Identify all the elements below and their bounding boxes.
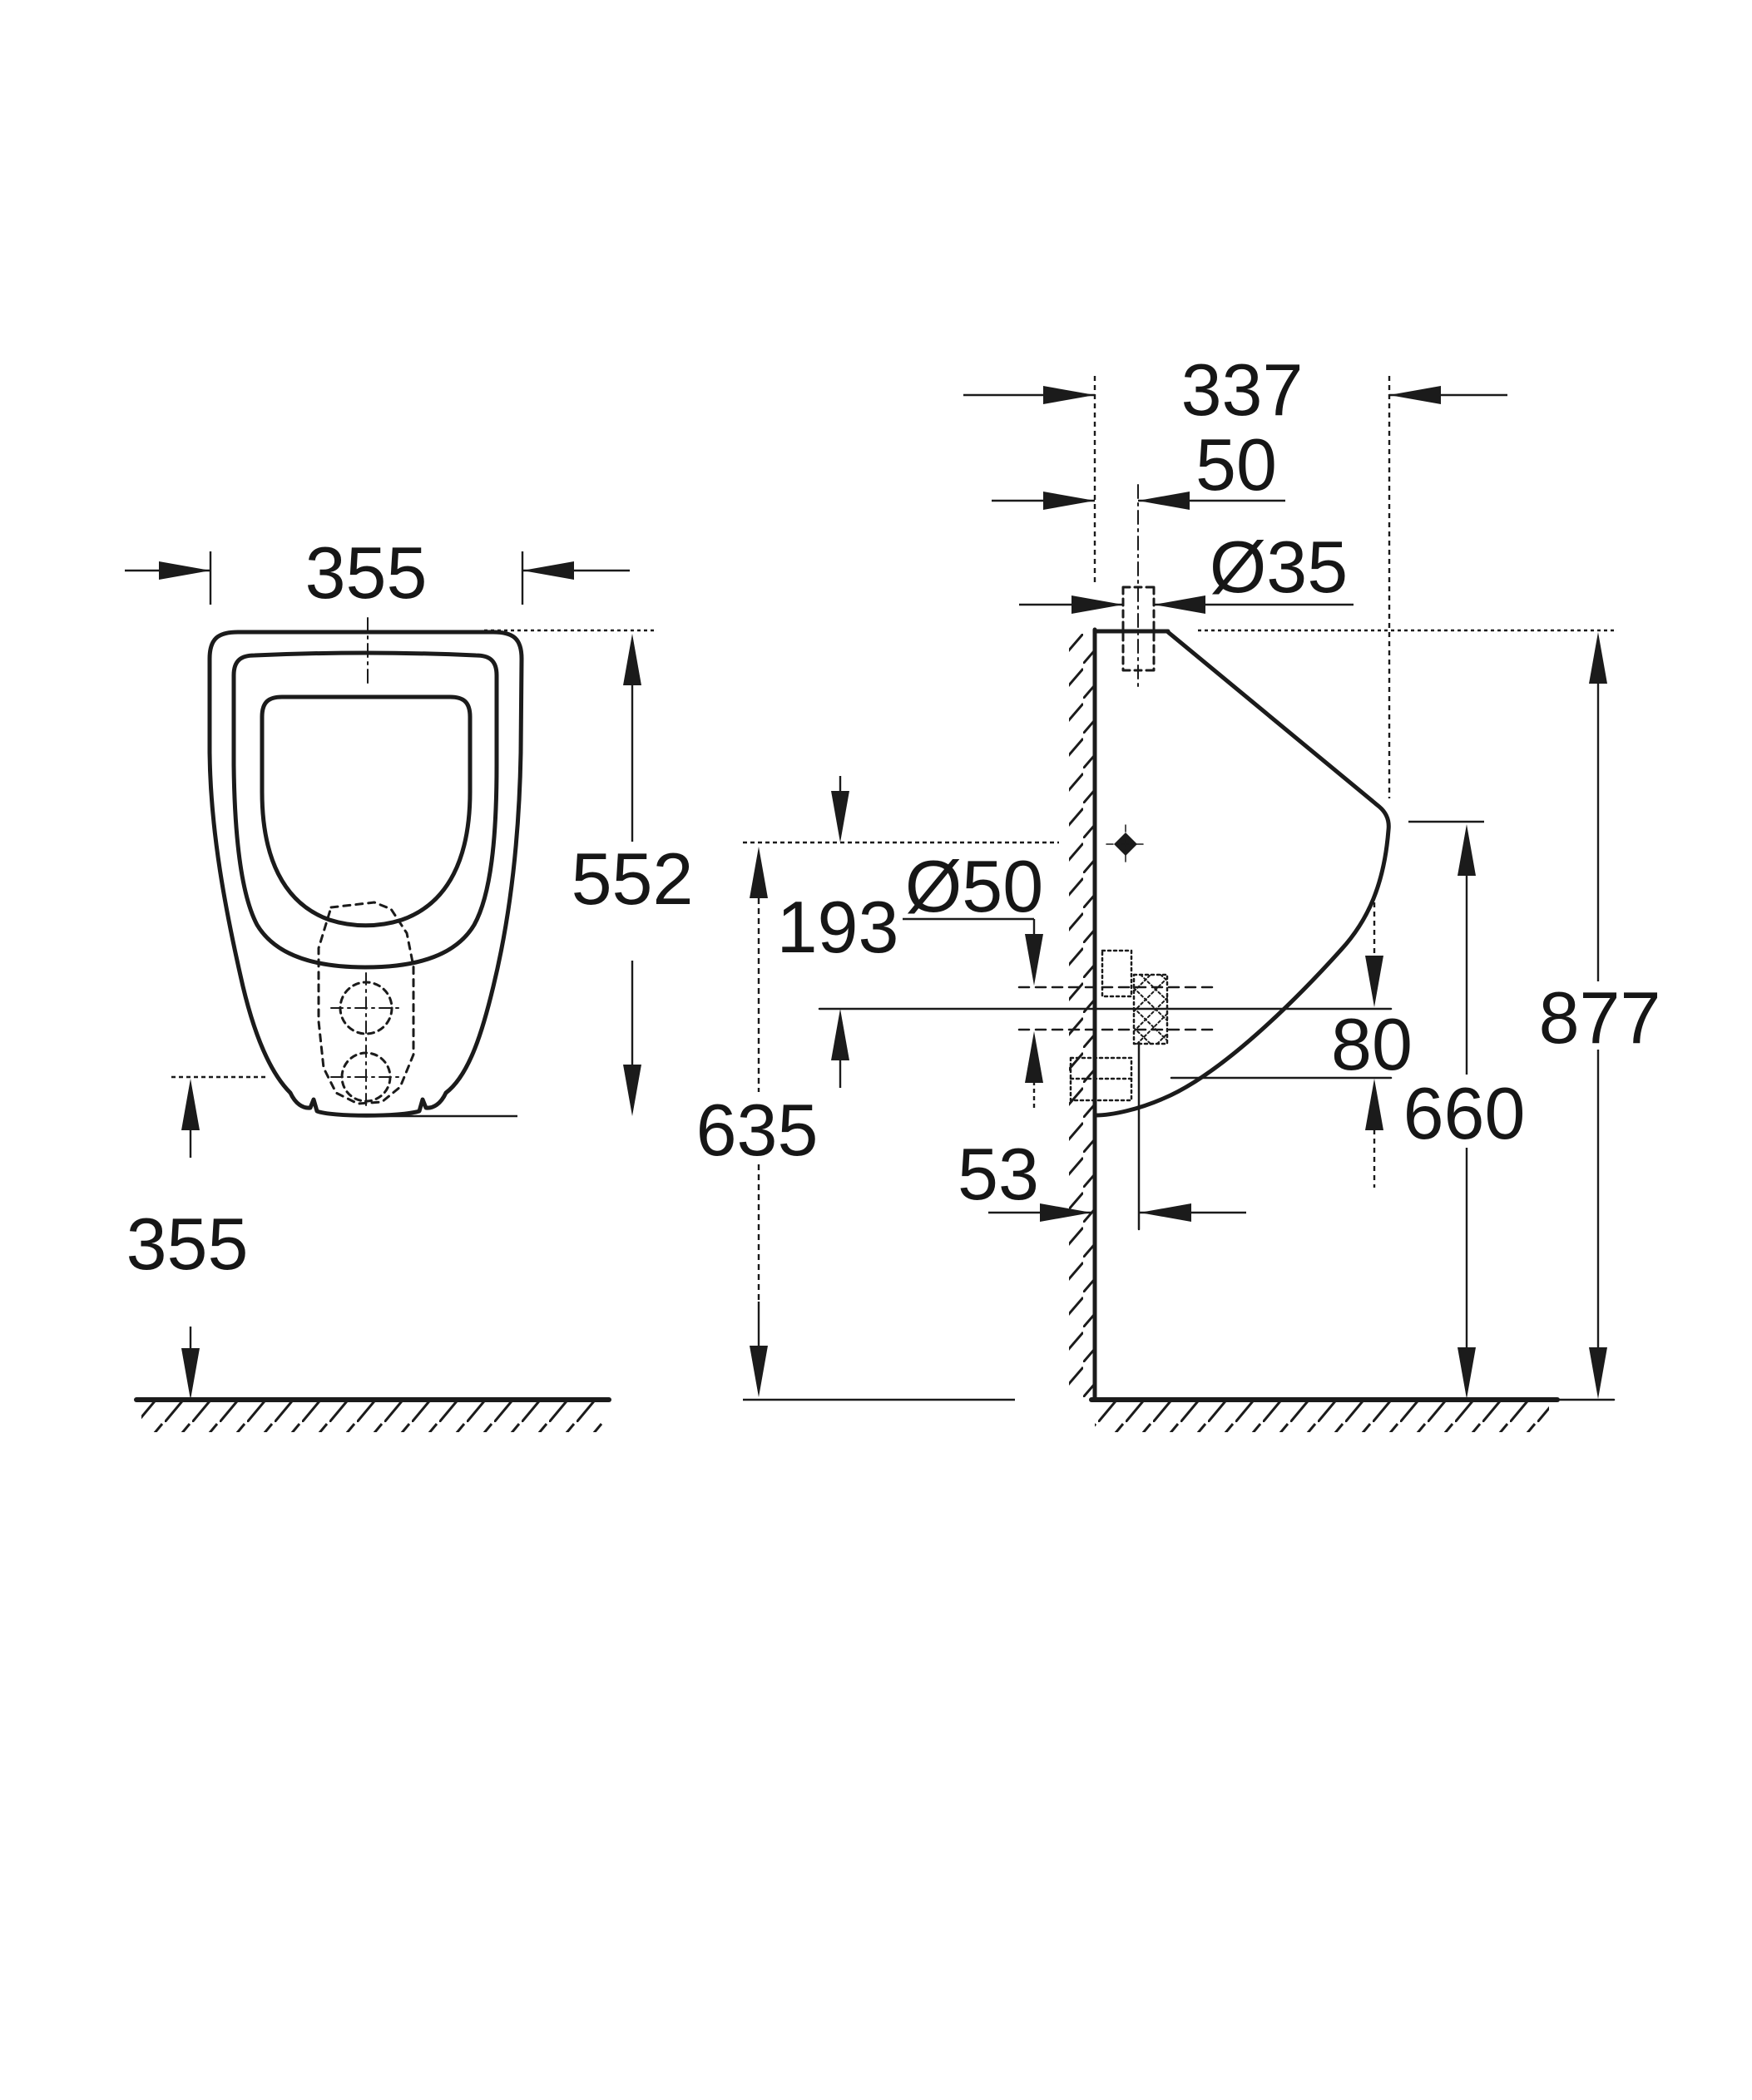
arrow-80-bottom (1365, 1079, 1383, 1130)
inlet-spigot-outline (1121, 586, 1156, 672)
arrow-193-top (831, 791, 849, 842)
label-outlet-drop: 80 (1331, 1003, 1413, 1085)
arrow-d35-left (1071, 595, 1123, 614)
arrow-53-left (1040, 1203, 1091, 1222)
front-outer-outline (207, 630, 524, 1118)
front-floor-hatch (141, 1402, 604, 1432)
front-rim-outline (231, 650, 499, 970)
arrow-d35-right (1154, 595, 1205, 614)
arrow-80-top (1365, 956, 1383, 1007)
arrow-50-right (1138, 492, 1190, 510)
arrow-193-bottom (831, 1009, 849, 1060)
label-outlet-wall-distance: 53 (958, 1133, 1039, 1215)
arrow-53-right (1140, 1203, 1191, 1222)
arrow-660-top (1458, 824, 1476, 876)
outlet-box-upper (1101, 949, 1133, 998)
arrow-355b-down (181, 1348, 200, 1400)
arrow-635-top (750, 847, 768, 898)
dimension-labels: 355 552 355 337 50 Ø35 Ø50 193 635 80 66… (126, 348, 1661, 1285)
label-front-mounting-height: 355 (126, 1203, 249, 1285)
label-outlet-height: 635 (696, 1089, 819, 1171)
arrow-337-left (1043, 386, 1095, 404)
fixing-point-cross (1106, 824, 1146, 864)
arrow-d50-bottom (1025, 1031, 1043, 1083)
arrow-355-left (159, 561, 210, 580)
arrow-660-bottom (1458, 1347, 1476, 1399)
dim-width-ext-lines (209, 551, 524, 605)
arrow-355-right (522, 561, 574, 580)
label-rim-to-outlet: 193 (777, 886, 899, 968)
label-front-rim-height: 660 (1403, 1072, 1526, 1154)
label-inlet-offset: 50 (1195, 423, 1277, 506)
label-depth: 337 (1181, 348, 1304, 431)
arrow-355b-up (181, 1079, 200, 1130)
front-view (134, 617, 611, 1402)
label-front-height: 552 (572, 838, 694, 920)
front-drain-outline (317, 901, 415, 1105)
side-view (818, 484, 1616, 1402)
arrowheads (159, 386, 1607, 1400)
arrow-552-top (623, 634, 641, 685)
arrow-d50-top (1025, 934, 1043, 986)
label-inlet-diameter: Ø35 (1210, 526, 1348, 608)
label-overall-height: 877 (1539, 976, 1661, 1059)
front-drain-crosshairs (330, 972, 402, 1109)
side-profile (1093, 630, 1391, 1118)
arrow-552-bottom (623, 1065, 641, 1116)
arrow-877-bottom (1589, 1347, 1607, 1399)
wall-hatch (1069, 634, 1095, 1397)
arrow-50-left (1043, 492, 1095, 510)
label-front-width: 355 (305, 531, 428, 614)
label-outlet-diameter: Ø50 (905, 845, 1043, 927)
arrow-635-bottom (750, 1346, 768, 1397)
arrow-337-right (1389, 386, 1441, 404)
side-floor-hatch (1095, 1402, 1549, 1432)
front-basin-outline (260, 694, 473, 928)
arrow-877-top (1589, 632, 1607, 684)
